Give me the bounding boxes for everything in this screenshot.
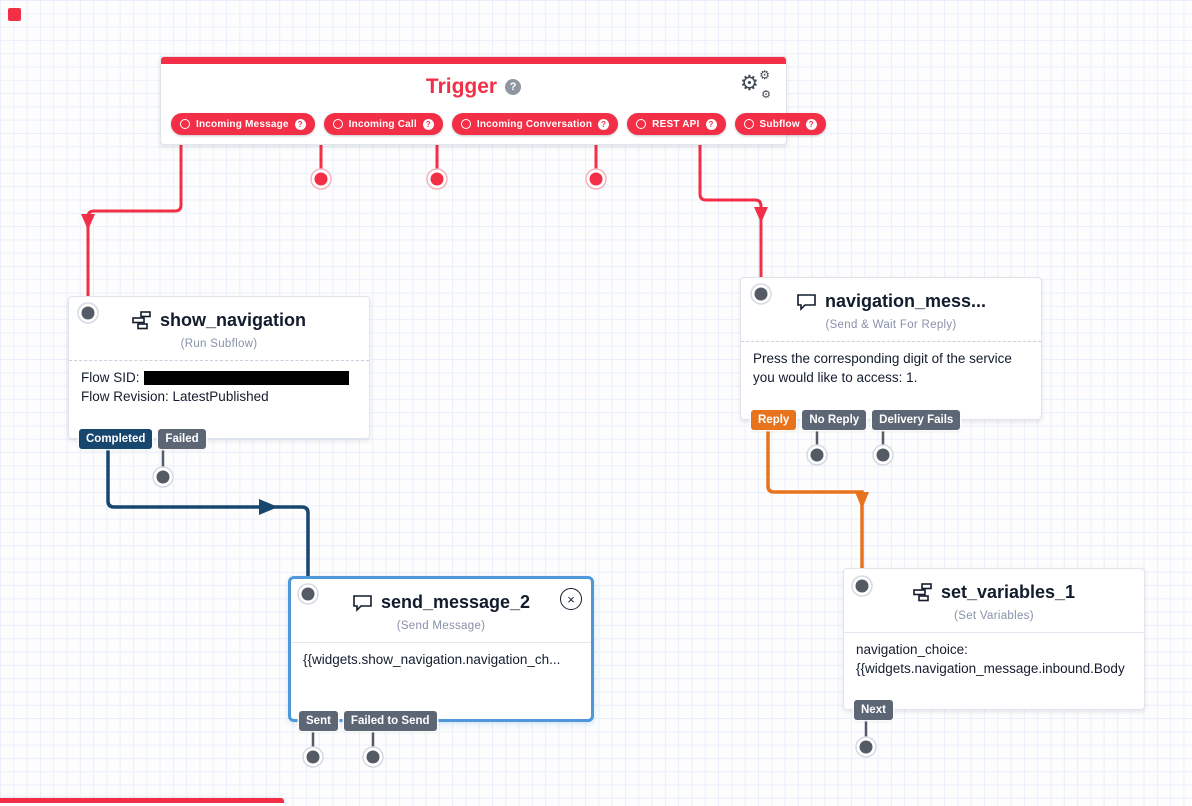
transition-tag-completed[interactable]: Completed bbox=[79, 429, 153, 449]
pill-subflow[interactable]: Subflow ? bbox=[734, 113, 826, 135]
radio-circle-icon bbox=[180, 119, 190, 129]
pill-incoming-conversation[interactable]: Incoming Conversation ? bbox=[451, 113, 619, 135]
canvas-red-marker bbox=[8, 8, 21, 21]
transition-tag-delivery-fails[interactable]: Delivery Fails bbox=[872, 410, 961, 430]
help-icon[interactable]: ? bbox=[505, 79, 522, 95]
widget-type-label: (Set Variables) bbox=[954, 610, 1034, 622]
transition-tag-failed[interactable]: Failed bbox=[158, 429, 206, 449]
transition-tag-next[interactable]: Next bbox=[854, 700, 893, 720]
transition-tag-failed-to-send[interactable]: Failed to Send bbox=[343, 711, 437, 731]
radio-circle-icon bbox=[460, 119, 471, 129]
widget-set-variables-1[interactable]: set_variables_1 (Set Variables) navigati… bbox=[843, 568, 1145, 720]
variable-name: navigation_choice: bbox=[856, 642, 968, 657]
connector-completed-to-send-message[interactable] bbox=[106, 442, 310, 594]
output-port-delivery-fails[interactable] bbox=[872, 444, 894, 466]
help-icon[interactable]: ? bbox=[705, 118, 717, 130]
port-rest-api[interactable] bbox=[585, 168, 607, 190]
widget-navigation-message[interactable]: navigation_mess... (Send & Wait For Repl… bbox=[740, 277, 1042, 430]
radio-circle-icon bbox=[636, 119, 647, 129]
radio-circle-icon bbox=[332, 119, 343, 129]
help-icon[interactable]: ? bbox=[422, 118, 434, 130]
trigger-widget[interactable]: Trigger ? ⚙ ⚙ ⚙ Incoming Message ? Incom… bbox=[160, 56, 826, 145]
output-port-next[interactable] bbox=[855, 736, 877, 758]
chat-bubble-icon bbox=[352, 594, 373, 612]
flow-sid-row: Flow SID: bbox=[81, 369, 357, 388]
transition-tag-sent[interactable]: Sent bbox=[299, 711, 338, 731]
widget-show-navigation[interactable]: show_navigation (Run Subflow) Flow SID: … bbox=[68, 296, 370, 449]
transition-tag-reply[interactable]: Reply bbox=[751, 410, 797, 430]
output-port-no-reply[interactable] bbox=[806, 444, 828, 466]
trigger-top-bar bbox=[161, 57, 786, 64]
flow-revision-row: Flow Revision: LatestPublished bbox=[81, 388, 269, 404]
pill-incoming-call[interactable]: Incoming Call ? bbox=[323, 113, 443, 135]
port-incoming-conversation[interactable] bbox=[426, 168, 448, 190]
connector-trigger-to-navigation-message[interactable] bbox=[698, 132, 768, 292]
output-port-failed[interactable] bbox=[152, 466, 174, 488]
widget-body-text: Press the corresponding digit of the ser… bbox=[753, 351, 1012, 385]
pill-incoming-message[interactable]: Incoming Message ? bbox=[171, 113, 315, 135]
subflow-icon bbox=[132, 311, 152, 330]
gear-icon[interactable]: ⚙ ⚙ ⚙ bbox=[740, 68, 771, 101]
widget-type-label: (Run Subflow) bbox=[180, 338, 258, 350]
port-incoming-call[interactable] bbox=[310, 168, 332, 190]
widget-type-label: (Send & Wait For Reply) bbox=[825, 319, 957, 331]
transition-tag-no-reply[interactable]: No Reply bbox=[802, 410, 867, 430]
close-icon[interactable]: × bbox=[560, 588, 582, 610]
help-icon[interactable]: ? bbox=[805, 118, 817, 130]
connector-reply-to-set-variables[interactable] bbox=[766, 422, 869, 586]
output-port-sent[interactable] bbox=[302, 746, 324, 768]
widget-title: send_message_2 bbox=[380, 592, 531, 612]
widget-body-text: {{widgets.show_navigation.navigation_ch.… bbox=[303, 652, 561, 667]
help-icon[interactable]: ? bbox=[294, 118, 306, 130]
radio-circle-icon bbox=[743, 119, 754, 129]
chat-bubble-icon bbox=[796, 293, 817, 311]
set-variables-icon bbox=[913, 583, 933, 602]
trigger-pill-row: Incoming Message ? Incoming Call ? Incom… bbox=[171, 113, 826, 135]
offscreen-widget-card[interactable] bbox=[0, 798, 284, 806]
widget-send-message-2[interactable]: send_message_2 × (Send Message) {{widget… bbox=[288, 576, 594, 731]
trigger-title: Trigger bbox=[425, 75, 498, 98]
offscreen-widget-top-bar bbox=[0, 798, 284, 803]
help-icon[interactable]: ? bbox=[598, 118, 610, 130]
pill-rest-api[interactable]: REST API ? bbox=[627, 113, 726, 135]
widget-title: navigation_mess... bbox=[824, 291, 987, 311]
widget-title: set_variables_1 bbox=[940, 582, 1076, 602]
output-port-failed-to-send[interactable] bbox=[362, 746, 384, 768]
redacted-flow-sid bbox=[143, 371, 349, 386]
variable-value: {{widgets.navigation_message.inbound.Bod… bbox=[856, 660, 1125, 676]
widget-title: show_navigation bbox=[159, 310, 307, 330]
connector-trigger-to-show-navigation[interactable] bbox=[81, 132, 183, 304]
widget-type-label: (Send Message) bbox=[396, 620, 486, 632]
